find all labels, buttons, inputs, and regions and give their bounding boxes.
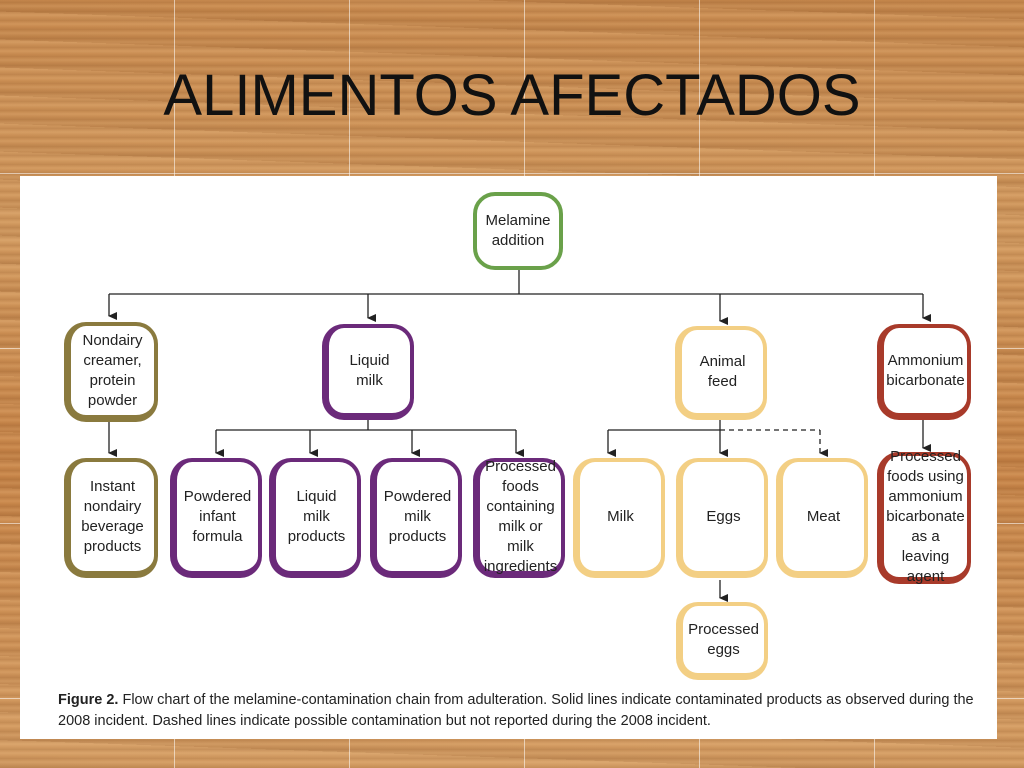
caption-text: Flow chart of the melamine-contamination… <box>58 692 974 729</box>
slide-title: ALIMENTOS AFECTADOS <box>163 63 861 128</box>
node-label: Instant nondairy beverage products <box>81 477 144 555</box>
node-animal-feed: Animal feed <box>675 326 767 420</box>
node-label: Ammonium bicarbonate <box>886 351 965 389</box>
flowchart-figure: Melamine addition Nondairy creamer, prot… <box>20 176 997 739</box>
node-label: Processed eggs <box>688 620 759 658</box>
node-label: Powdered milk products <box>383 487 452 545</box>
node-melamine-addition: Melamine addition <box>473 192 563 270</box>
node-label: Eggs <box>706 507 741 525</box>
node-label: Meat <box>806 507 841 525</box>
flowchart-connectors <box>108 269 931 602</box>
node-processed-eggs: Processed eggs <box>676 602 768 680</box>
node-nondairy-creamer: Nondairy creamer, protein powder <box>64 322 158 422</box>
node-liquid-milk-products: Liquid milk products <box>269 458 361 578</box>
node-processed-foods-milk: Processed foods containing milk or milk … <box>473 458 565 578</box>
caption-label: Figure 2. <box>58 692 119 708</box>
node-label: Melamine addition <box>485 212 551 249</box>
node-label: Milk <box>607 507 634 525</box>
node-label: Animal feed <box>699 352 746 390</box>
node-meat: Meat <box>776 458 868 578</box>
node-label: Liquid milk <box>349 351 390 389</box>
figure-caption: Figure 2. Flow chart of the melamine-con… <box>58 690 988 732</box>
node-label: Powdered infant formula <box>183 487 252 545</box>
node-milk: Milk <box>573 458 665 578</box>
node-powdered-infant-formula: Powdered infant formula <box>170 458 262 578</box>
node-processed-foods-ammonium: Processed foods using ammonium bicarbona… <box>877 448 971 585</box>
node-label: Processed foods using ammonium bicarbona… <box>886 447 965 585</box>
node-eggs: Eggs <box>676 458 768 578</box>
node-label: Nondairy creamer, protein powder <box>82 331 143 409</box>
node-label: Processed foods containing milk or milk … <box>483 457 558 575</box>
node-powdered-milk-products: Powdered milk products <box>370 458 462 578</box>
node-ammonium-bicarbonate: Ammonium bicarbonate <box>877 324 971 420</box>
node-liquid-milk: Liquid milk <box>322 324 414 420</box>
node-label: Liquid milk products <box>287 487 346 545</box>
node-instant-nondairy: Instant nondairy beverage products <box>64 458 158 578</box>
